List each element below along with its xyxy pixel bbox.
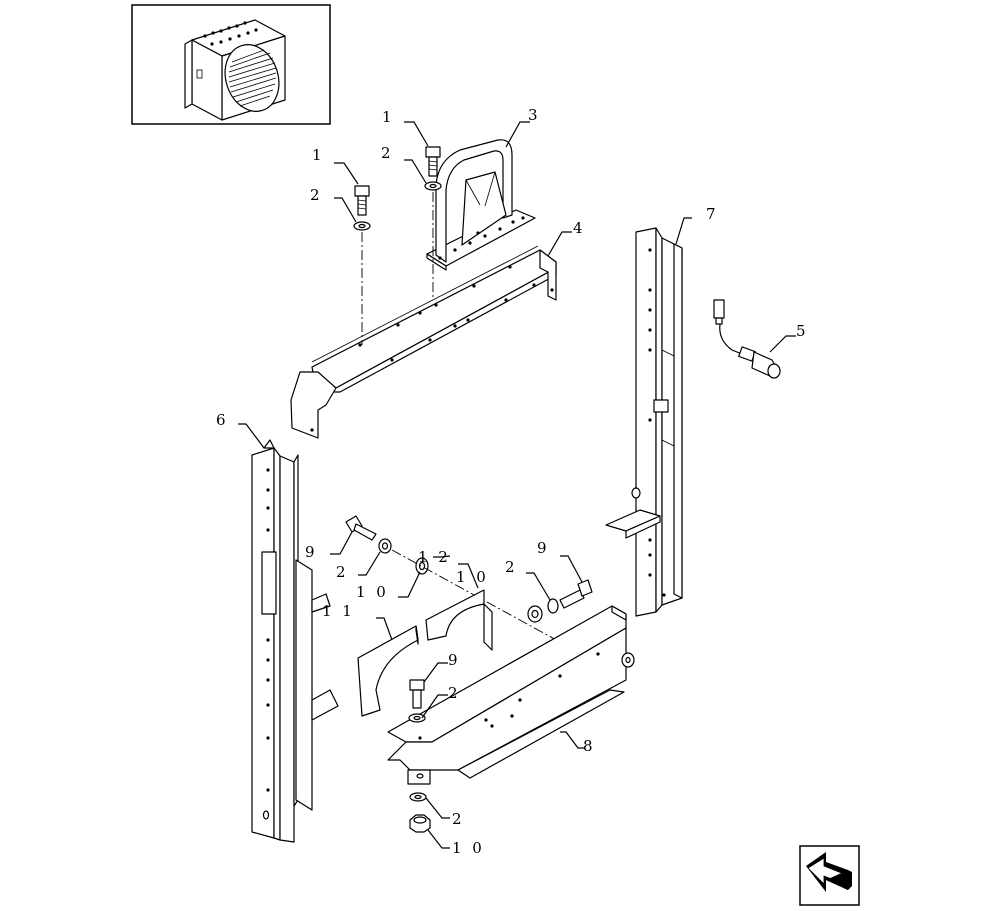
right-upright: [605, 227, 683, 617]
leader-lines: [238, 121, 796, 849]
bolt: [425, 146, 441, 177]
callout-5: 5: [796, 322, 809, 340]
callout-4: 4: [573, 219, 586, 237]
bolt: [345, 515, 377, 541]
callout-2: 2: [310, 186, 323, 204]
sensor: [713, 299, 781, 379]
bottom-crossmember: [387, 605, 635, 785]
callout-3: 3: [528, 106, 541, 124]
callouts: 1 2 1 2 3 4 7 5 6 9 2 1 2 1 0 1 0 2 9 1 …: [216, 106, 809, 857]
thumbnail-overview[interactable]: [131, 4, 331, 125]
callout-9: 9: [305, 543, 318, 561]
bolt: [354, 185, 370, 216]
callout-10: 1 0: [452, 839, 485, 857]
callout-10: 1 0: [456, 568, 489, 586]
bolt: [559, 579, 593, 609]
callout-2: 2: [381, 144, 394, 162]
lifting-bracket: [426, 139, 536, 271]
callout-2: 2: [336, 563, 349, 581]
return-button[interactable]: [799, 845, 860, 906]
callout-11: 1 1: [322, 602, 355, 620]
callout-2: 2: [505, 558, 518, 576]
washer: [547, 598, 559, 614]
callout-2: 2: [452, 810, 465, 828]
callout-12: 1 2: [418, 548, 451, 566]
bolt: [409, 679, 425, 709]
callout-6: 6: [216, 411, 229, 429]
left-upright: [251, 439, 339, 843]
callout-1: 1: [382, 108, 395, 126]
callout-1: 1: [312, 146, 325, 164]
callout-9: 9: [448, 651, 461, 669]
top-crossmember: [290, 245, 557, 439]
radiator-assembly-icon: [184, 19, 286, 121]
callout-7: 7: [706, 205, 719, 223]
callout-10: 1 0: [356, 583, 389, 601]
callout-8: 8: [583, 737, 596, 755]
shroud-plate: [357, 625, 419, 717]
callout-2: 2: [448, 684, 461, 702]
bracket-plate: [425, 589, 493, 651]
return-arrow-icon: [806, 852, 852, 892]
callout-9: 9: [537, 539, 550, 557]
